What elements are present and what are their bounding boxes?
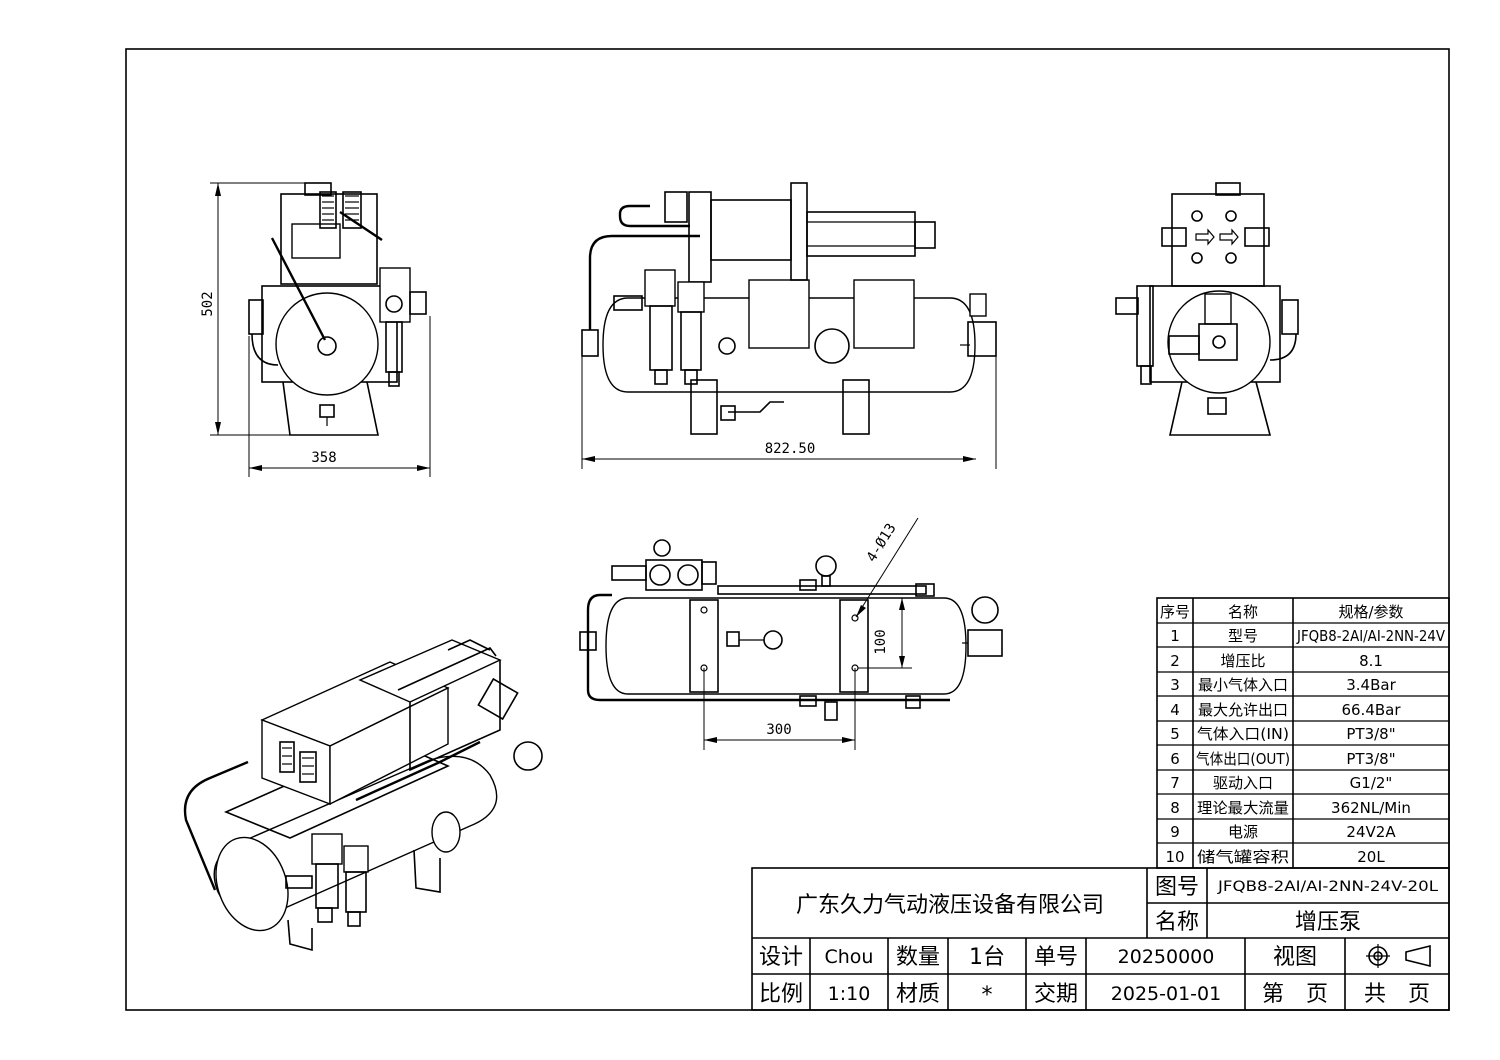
- right-side-view: [1115, 182, 1299, 436]
- front-view: 822.50: [581, 182, 997, 469]
- dim-hole-spacing-v: 100: [873, 629, 889, 654]
- spec-row-no: 1: [1170, 627, 1180, 645]
- spec-table: 序号 名称 规格/参数 1 型号 JFQB8-2AI/AI-2NN-24V 2 …: [1156, 597, 1450, 869]
- spec-row-value: 362NL/Min: [1331, 799, 1411, 817]
- spec-row-name: 最大允许出口: [1198, 701, 1288, 719]
- spec-row-no: 5: [1170, 725, 1180, 743]
- date-label: 交期: [1034, 982, 1078, 1007]
- spec-row-value: 3.4Bar: [1346, 676, 1396, 694]
- view-label: 视图: [1273, 945, 1317, 970]
- spec-row-value: 8.1: [1359, 652, 1383, 670]
- spec-row-value: PT3/8": [1346, 750, 1395, 768]
- design-label: 设计: [759, 945, 803, 970]
- spec-row-no: 8: [1170, 799, 1180, 817]
- material-label: 材质: [896, 982, 940, 1007]
- name-label: 名称: [1155, 910, 1199, 935]
- spec-row-no: 7: [1170, 774, 1180, 792]
- scale-label: 比例: [759, 982, 803, 1007]
- top-view: 100 4-Ø13 300: [579, 517, 1003, 750]
- spec-row-name: 驱动入口: [1213, 774, 1273, 792]
- drawing-no: JFQB8-2AI/AI-2NN-24V-20L: [1217, 879, 1438, 895]
- spec-row-no: 4: [1170, 701, 1180, 719]
- spec-row-name: 型号: [1228, 627, 1258, 645]
- order-no: 20250000: [1118, 946, 1215, 968]
- product-name: 增压泵: [1295, 910, 1361, 935]
- dim-hole-label: 4-Ø13: [864, 521, 900, 565]
- spec-row-name: 储气罐容积: [1197, 848, 1289, 866]
- total-label: 共 页: [1364, 982, 1430, 1007]
- spec-header-no: 序号: [1160, 603, 1190, 621]
- spec-row-name: 最小气体入口: [1198, 676, 1288, 694]
- spec-row-name: 理论最大流量: [1197, 799, 1289, 817]
- scale: 1:10: [828, 983, 871, 1005]
- spec-row-no: 6: [1170, 750, 1180, 768]
- company-name: 广东久力气动液压设备有限公司: [796, 893, 1104, 918]
- spec-row-value: 24V2A: [1346, 823, 1396, 841]
- date: 2025-01-01: [1111, 983, 1221, 1005]
- spec-row-no: 3: [1170, 676, 1180, 694]
- spec-header-name: 名称: [1228, 603, 1258, 621]
- designer: Chou: [825, 946, 874, 968]
- dim-height-left: 502: [200, 291, 216, 316]
- spec-row-name: 电源: [1228, 823, 1258, 841]
- spec-row-value: 20L: [1357, 848, 1385, 866]
- page-label: 第 页: [1262, 982, 1328, 1007]
- spec-row-no: 10: [1165, 848, 1184, 866]
- dim-length-front: 822.50: [765, 441, 816, 457]
- order-label: 单号: [1034, 945, 1078, 970]
- left-side-view: 502 358: [200, 182, 431, 477]
- drawing-no-label: 图号: [1155, 875, 1199, 900]
- qty-label: 数量: [896, 945, 940, 970]
- spec-row-name: 气体出口(OUT): [1196, 750, 1290, 768]
- projection-symbol-icon: [1366, 944, 1431, 968]
- spec-row-value: G1/2": [1350, 774, 1393, 792]
- spec-row-value: 66.4Bar: [1341, 701, 1401, 719]
- qty: 1台: [969, 945, 1005, 970]
- dim-hole-spacing-h: 300: [766, 722, 791, 738]
- spec-row-name: 增压比: [1220, 652, 1265, 670]
- spec-row-value: PT3/8": [1346, 725, 1395, 743]
- title-block: 广东久力气动液压设备有限公司 图号 JFQB8-2AI/AI-2NN-24V-2…: [751, 867, 1450, 1011]
- dim-width-left: 358: [311, 450, 336, 466]
- isometric-view: [183, 639, 543, 952]
- spec-row-no: 9: [1170, 823, 1180, 841]
- spec-row-value: JFQB8-2AI/AI-2NN-24V: [1296, 627, 1446, 645]
- spec-row-name: 气体入口(IN): [1197, 725, 1289, 743]
- spec-header-value: 规格/参数: [1338, 603, 1403, 621]
- spec-row-no: 2: [1170, 652, 1180, 670]
- material: *: [982, 983, 993, 1008]
